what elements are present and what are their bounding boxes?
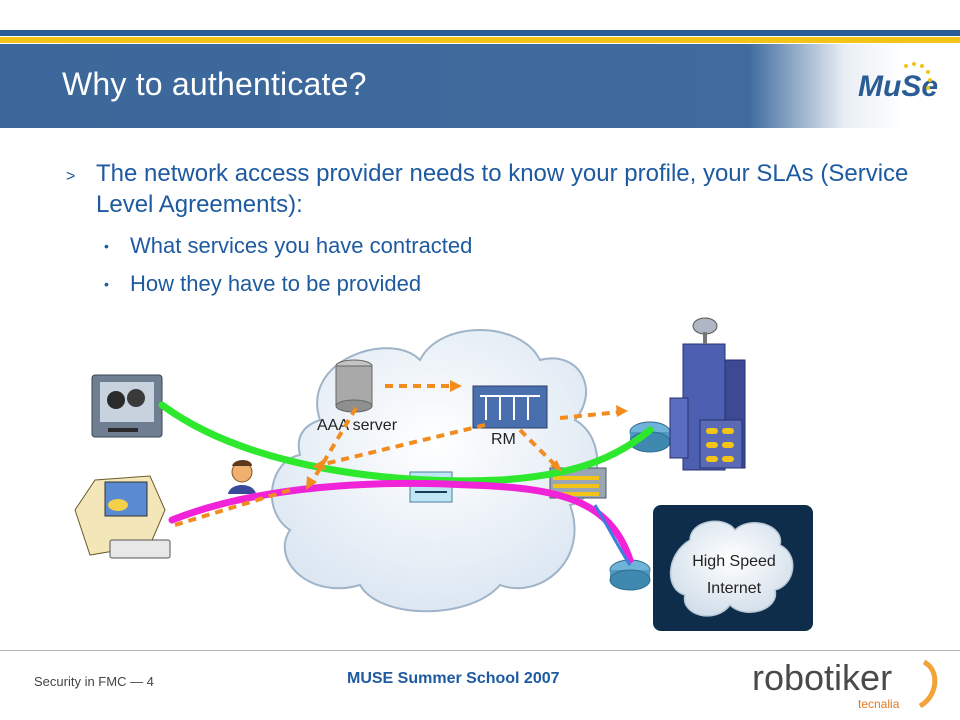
sub-bullet-dot: • [104,238,109,254]
internet-label-1: High Speed [692,553,776,570]
rm-to-router-arrow [559,410,621,420]
top-accent-stripe [0,37,960,43]
slide-title: Why to authenticate? [62,66,367,102]
muse-logo: MuSe [858,62,938,103]
magenta-flow-line [168,479,634,564]
internet-router-icon [609,559,651,591]
service-provider-building-icon [669,317,746,471]
blue-flow-line [593,504,632,566]
aaa-server-label: AAA server [317,417,398,434]
signaling-arrows [174,384,621,527]
muse-logo-text: MuSe [858,70,938,103]
rm-switch-icon [472,385,548,429]
footer-event-title: MUSE Summer School 2007 [347,670,560,687]
aaa-server-icon [335,359,373,413]
bullet-main-text: The network access provider needs to kno… [96,160,909,218]
bullet-sub-text: What services you have contracted [130,233,473,258]
footer-divider [0,650,960,651]
tecnalia-text: tecnalia [858,697,900,711]
stars-icon [904,62,932,90]
rm-to-user-arrow [319,423,486,467]
rm-to-core-arrow [518,428,558,468]
person-icon [228,460,256,494]
swoosh-icon [918,659,938,709]
internet-box [653,505,813,631]
top-stripe [0,30,960,36]
user-to-network-arrow [174,488,291,527]
robotiker-logo-text: robotiker [752,657,892,698]
internet-label-2: Internet [707,580,762,597]
tv-terminal-icon [91,374,163,438]
footer-slide-label: Security in FMC — 4 [34,674,154,689]
sub-bullet-dot: • [104,276,109,292]
bullet-marker: > [66,168,76,185]
green-flow-line [158,401,654,485]
aaa-to-user-arrow [308,406,358,487]
title-bar [0,44,960,128]
robotiker-logo: robotiker tecnalia [752,657,938,711]
rm-label: RM [491,431,516,448]
network-diagram: High Speed Internet AAA server RM [74,317,813,631]
computer-user-icon [74,475,171,559]
bullet-sub-text: How they have to be provided [130,271,422,296]
